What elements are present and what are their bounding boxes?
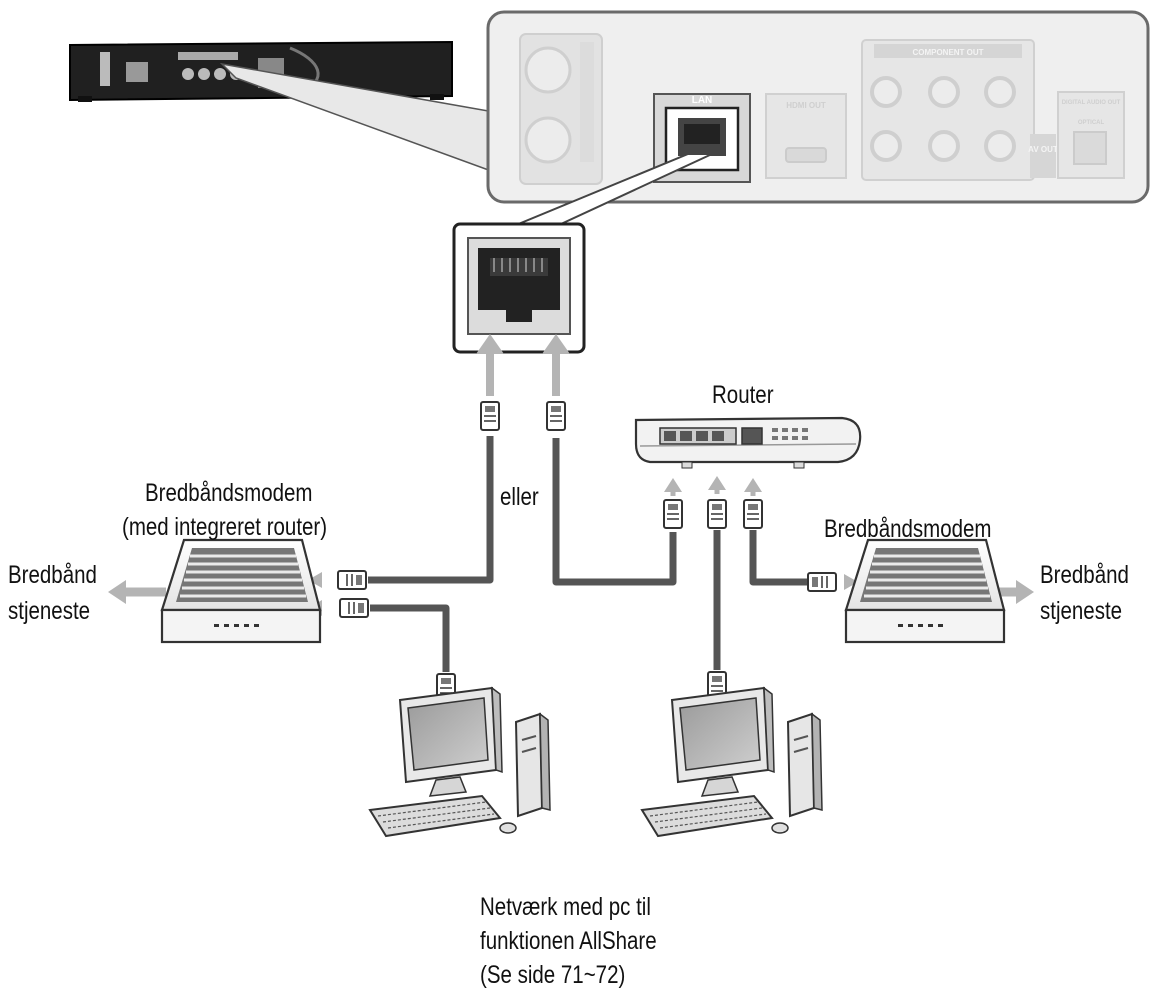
hdmi-label: HDMI OUT	[786, 101, 826, 110]
service-left-label-2: stjeneste	[8, 597, 91, 625]
service-left-label-1: Bredbånd	[8, 561, 97, 589]
modem-left-label-1: Bredbåndsmodem	[145, 479, 313, 507]
caption-line-3: (Se side 71~72)	[480, 961, 626, 989]
lan-port-label: LAN	[692, 95, 713, 106]
modem-right	[844, 538, 1006, 644]
pc-left	[369, 687, 551, 837]
modem-left	[160, 538, 322, 644]
av-out-label: AV OUT	[1028, 145, 1058, 154]
service-right-label-1: Bredbånd	[1040, 561, 1129, 589]
service-right-label-2: stjeneste	[1040, 597, 1123, 625]
caption-line-1: Netværk med pc til	[480, 893, 651, 921]
modem-left-label-2: (med integreret router)	[122, 513, 328, 541]
caption-line-2: funktionen AllShare	[480, 927, 657, 955]
lan-jack-closeup	[452, 222, 586, 354]
router-device	[634, 416, 862, 469]
digital-audio-label: DIGITAL AUDIO OUT	[1062, 100, 1121, 106]
modem-right-label: Bredbåndsmodem	[824, 515, 992, 543]
back-panel-enlargement: LAN HDMI OUT COMPONENT OUT AV OUT DIGITA…	[486, 10, 1150, 204]
or-label: eller	[500, 483, 539, 511]
pc-right	[641, 687, 823, 837]
component-out-label: COMPONENT OUT	[912, 48, 983, 57]
optical-label: OPTICAL	[1078, 120, 1105, 126]
router-label: Router	[712, 381, 774, 409]
network-cables	[368, 436, 808, 672]
